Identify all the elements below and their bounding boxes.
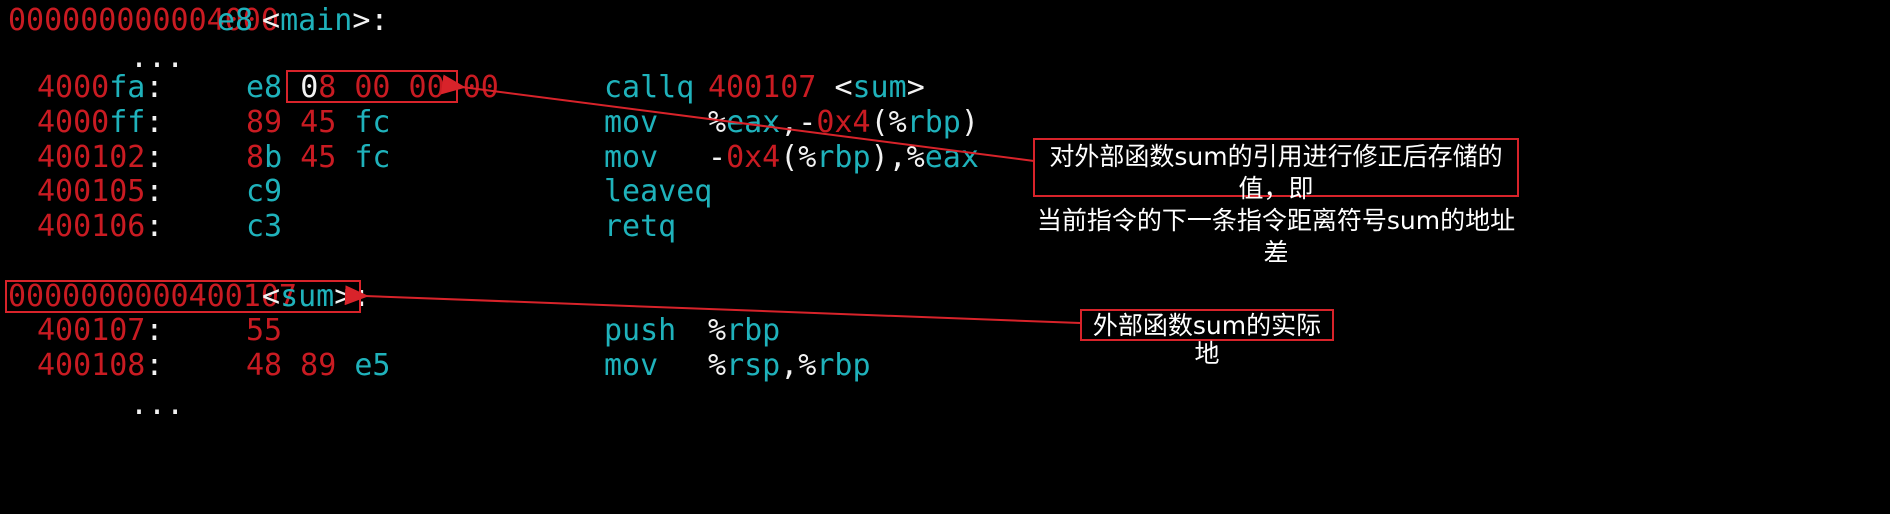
callq-offset-annotation: 对外部函数sum的引用进行修正后存储的值，即 当前指令的下一条指令距离符号sum…	[1033, 138, 1519, 267]
instruction-operands: %eax,-0x4(%rbp)	[708, 105, 979, 140]
sum-address-annotation: 外部函数sum的实际地	[1080, 309, 1334, 368]
machine-code-bytes: 8b 45 fc	[246, 140, 391, 175]
callq-note-arrow	[440, 74, 1035, 162]
instruction-address: 400108:	[37, 348, 164, 383]
instruction-operands: 400107 <sum>	[708, 70, 925, 105]
instruction-address: 400106:	[37, 209, 164, 244]
callq-note-line-1: 对外部函数sum的引用进行修正后存储的值，即	[1049, 142, 1503, 203]
instruction-address: 4000ff:	[37, 105, 164, 140]
instruction-mnemonic: mov	[604, 140, 659, 175]
instruction-mnemonic: push	[604, 313, 677, 348]
instruction-address: 400102:	[37, 140, 164, 175]
instruction-mnemonic: leaveq	[604, 174, 713, 209]
ellipsis-top: ...	[130, 40, 185, 75]
instruction-mnemonic: callq	[604, 70, 695, 105]
sum-address: 0000000000400107	[8, 279, 297, 314]
machine-code-bytes: 89 45 fc	[246, 105, 391, 140]
main-address-suffix: e8	[217, 3, 254, 38]
machine-code-bytes: c9	[246, 174, 283, 209]
machine-code-bytes: 55	[246, 313, 283, 348]
instruction-mnemonic: mov	[604, 348, 659, 383]
instruction-address: 400107:	[37, 313, 164, 348]
machine-code-bytes: c3	[246, 209, 283, 244]
instruction-operands: -0x4(%rbp),%eax	[708, 140, 979, 175]
instruction-mnemonic: retq	[604, 209, 677, 244]
ellipsis-bottom: ...	[130, 387, 185, 422]
sum-symbol: <sum>:	[262, 279, 371, 314]
main-function-header: 000000000004000 e8 <main>:	[0, 1, 388, 41]
instruction-address: 4000fa:	[37, 70, 164, 105]
sum-note-text: 外部函数sum的实际地	[1092, 311, 1322, 368]
machine-code-bytes: e8 08 00 00 00	[246, 70, 499, 105]
main-symbol: <main>:	[262, 3, 389, 38]
callq-note-line-2: 当前指令的下一条指令距离符号sum的地址差	[1036, 206, 1516, 267]
sum-note-arrow	[344, 285, 1081, 324]
sum-function-header: 0000000000400107 <sum>:	[0, 277, 370, 317]
instruction-address: 400105:	[37, 174, 164, 209]
main-address-prefix: 000000000004000	[8, 3, 279, 38]
machine-code-bytes: 48 89 e5	[246, 348, 391, 383]
instruction-operands: %rsp,%rbp	[708, 348, 871, 383]
instruction-operands: %rbp	[708, 313, 781, 348]
